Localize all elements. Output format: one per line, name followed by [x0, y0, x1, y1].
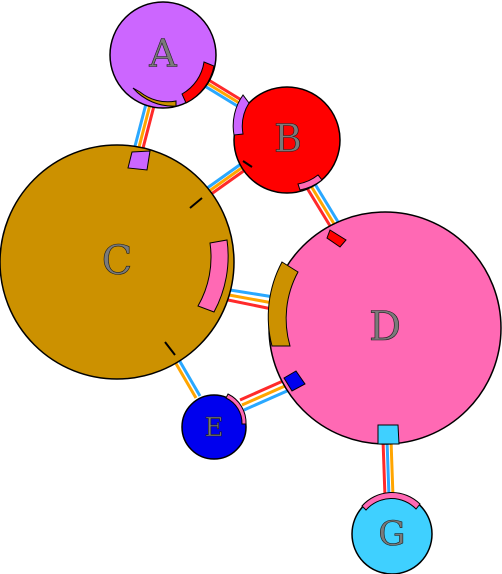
node-b-circle: [233, 86, 341, 194]
edge-a-c: [132, 99, 157, 153]
node-e-port-d: [225, 393, 247, 425]
edge-c-d: [227, 288, 275, 311]
node-b-port-d: [297, 174, 323, 191]
node-e-label: E: [205, 413, 224, 443]
node-a-port-c: [132, 87, 177, 107]
node-b-port-a: [232, 94, 250, 136]
node-d-port-e: [283, 370, 306, 392]
node-g-label: G: [378, 514, 405, 554]
node-e[interactable]: E: [181, 393, 247, 460]
node-d-port-b: [326, 229, 347, 248]
node-d-label: D: [369, 304, 401, 350]
node-a-port-b: [181, 61, 215, 104]
node-b[interactable]: B: [232, 86, 341, 194]
node-a[interactable]: A: [109, 1, 217, 109]
node-c-circle: [0, 144, 235, 380]
node-a-circle: [109, 1, 217, 109]
node-c-port-a: [127, 150, 151, 171]
node-g[interactable]: G: [351, 492, 433, 574]
node-d[interactable]: D: [267, 211, 502, 445]
edge-d-g: [381, 439, 395, 498]
node-a-label: A: [148, 32, 177, 76]
node-c[interactable]: C: [0, 144, 235, 380]
node-c-label: C: [102, 238, 133, 284]
node-e-circle: [181, 394, 247, 460]
node-d-port-g: [377, 424, 400, 445]
node-c-port-d: [197, 239, 229, 313]
node-g-port-d: [361, 492, 421, 511]
edges: [132, 77, 395, 498]
node-b-label: B: [274, 117, 302, 161]
node-d-port-c: [267, 261, 299, 347]
